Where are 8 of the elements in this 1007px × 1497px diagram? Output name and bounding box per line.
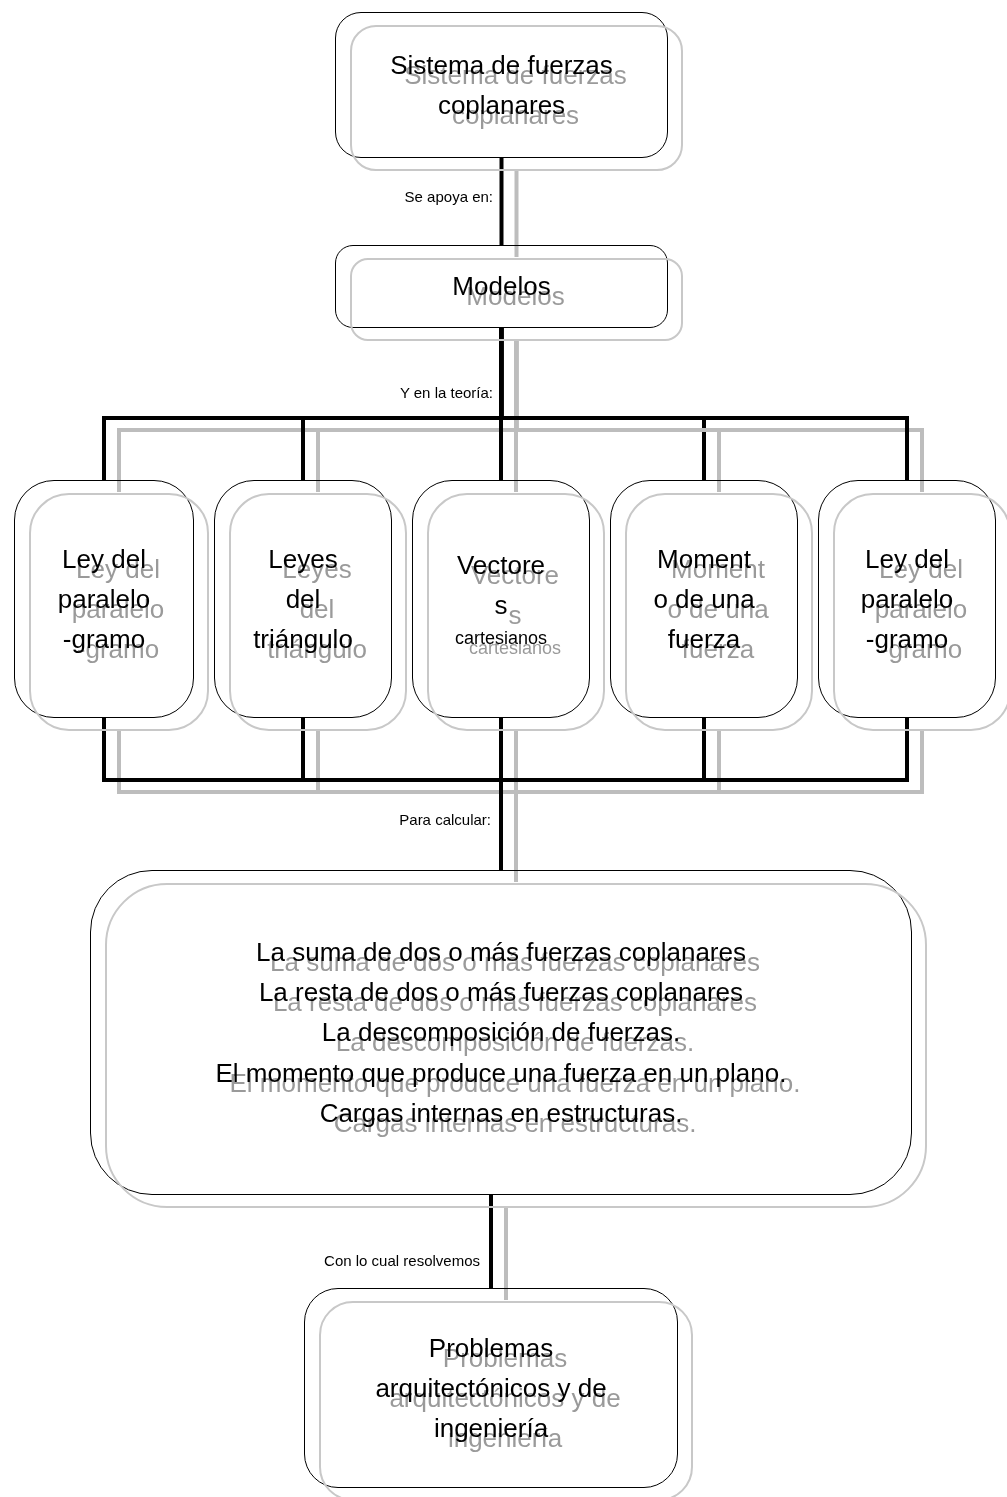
edge-label: Y en la teoría:	[397, 384, 495, 401]
connector-line	[499, 328, 503, 480]
connector-line	[499, 328, 909, 480]
node-text: La descomposición de fuerzas.	[321, 1016, 681, 1050]
edge-label: Para calcular:	[397, 811, 493, 828]
connector-line	[489, 1195, 493, 1288]
connector-line	[499, 158, 504, 245]
edge-label: Con lo cual resolvemos	[322, 1252, 482, 1269]
